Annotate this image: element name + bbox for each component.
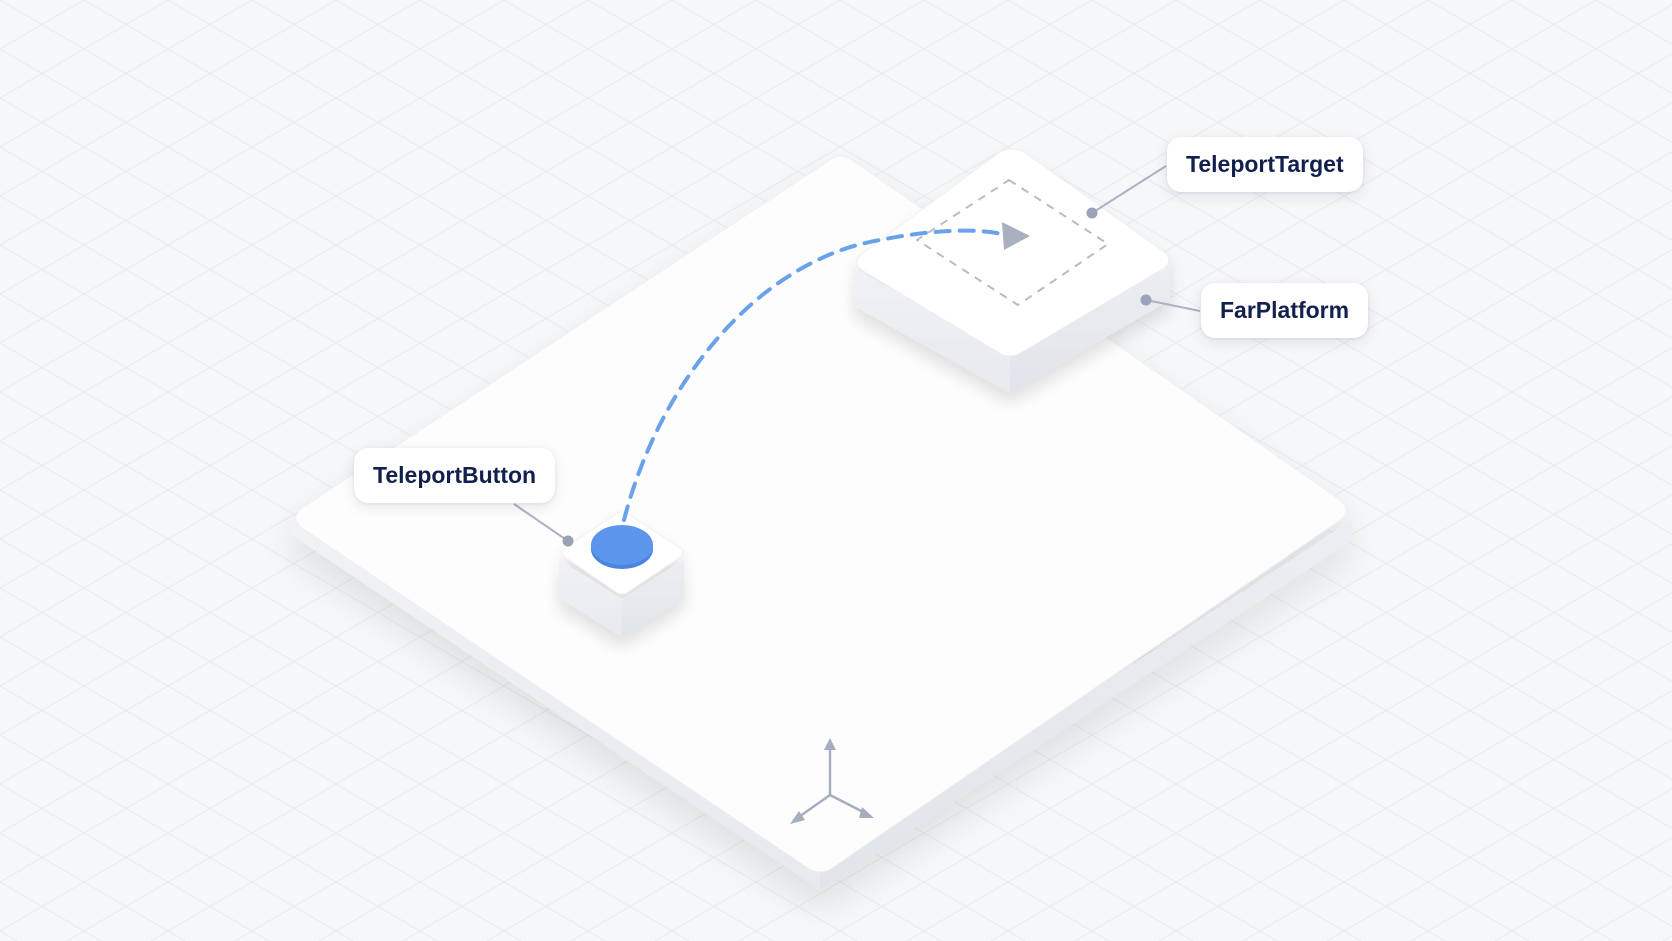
callout-connectors [513, 165, 1201, 547]
label-teleport-target: TeleportTarget [1167, 137, 1363, 192]
teleport-button[interactable] [591, 525, 653, 569]
play-triangle-icon [1002, 222, 1030, 250]
teleport-target-zone [916, 179, 1109, 306]
teleport-arc-path [622, 228, 1004, 522]
xyz-axis-icon [790, 738, 874, 824]
far-platform-block [854, 148, 1170, 393]
label-teleport-button: TeleportButton [354, 448, 556, 503]
label-far-platform: FarPlatform [1201, 283, 1369, 338]
